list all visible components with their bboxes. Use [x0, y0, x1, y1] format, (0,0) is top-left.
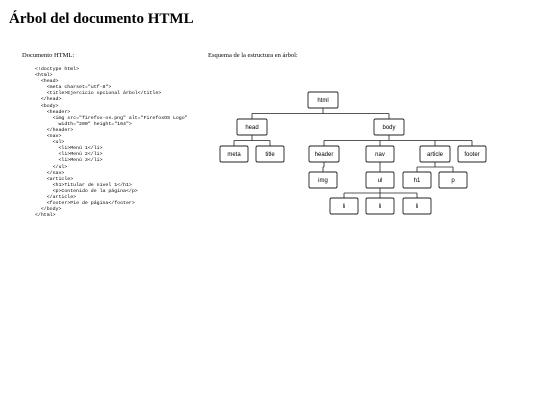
tree-node-li2: li: [365, 197, 395, 215]
code-line: <nav>: [35, 134, 62, 140]
tree-edge-ul: [343, 188, 418, 198]
tree-node-label: img: [318, 178, 328, 184]
code-line: <article>: [35, 176, 74, 182]
page-title: Árbol del documento HTML: [9, 11, 194, 27]
code-line: <li>Menú 1</li>: [35, 146, 103, 152]
tree-node-head: head: [236, 118, 268, 136]
tree-node-label: article: [427, 152, 444, 158]
code-line: <!doctype html>: [35, 67, 80, 72]
tree-node-h1: h1: [402, 171, 432, 189]
code-line: <body>: [35, 103, 59, 109]
tree-node-box: [329, 197, 359, 215]
code-line: </head>: [35, 97, 62, 103]
tree-node-label: head: [245, 125, 258, 131]
tree-node-box: [219, 145, 249, 163]
tree-node-label: h1: [414, 178, 421, 184]
tree-edge-header: [322, 162, 325, 172]
tree-node-box: [419, 145, 451, 163]
tree-node-box: [308, 145, 340, 163]
tree-edge-html: [251, 108, 390, 119]
tree-node-label: footer: [464, 152, 479, 158]
code-line: </ul>: [35, 164, 68, 170]
tree-node-footer: footer: [457, 145, 487, 163]
tree-node-label: body: [382, 125, 395, 131]
tree-section-label: Esquema de la estructura en árbol:: [208, 52, 298, 59]
tree-node-label: li: [379, 204, 382, 210]
tree-node-box: [402, 171, 432, 189]
code-line: <li>Menú 3</li>: [35, 158, 103, 164]
tree-node-box: [365, 171, 395, 189]
tree-node-title: title: [255, 145, 285, 163]
tree-node-box: [255, 145, 285, 163]
tree-node-box: [308, 171, 338, 189]
code-line: <head>: [35, 79, 59, 85]
code-line: <meta charset="utf-8">: [35, 85, 112, 91]
tree-node-meta: meta: [219, 145, 249, 163]
code-line: <ul>: [35, 140, 65, 146]
tree-node-nav: nav: [365, 145, 395, 163]
code-line: </html>: [35, 213, 56, 219]
tree-node-box: [373, 118, 405, 136]
tree-node-label: li: [416, 204, 419, 210]
code-line: <html>: [35, 73, 53, 79]
tree-edge-article: [416, 162, 454, 172]
tree-node-box: [307, 91, 339, 109]
tree-node-p: p: [438, 171, 468, 189]
tree-node-box: [365, 197, 395, 215]
code-line: <img src="firefox-os.png" alt="FirefoxOS…: [35, 115, 188, 121]
tree-edge-body: [323, 135, 473, 146]
html-code-block: <!doctype html><html> <head> <meta chars…: [35, 67, 188, 219]
code-line: <footer>Pie de página</footer>: [35, 201, 135, 207]
tree-node-label: html: [317, 98, 328, 104]
code-line: <p>Contenido de la página</p>: [35, 188, 138, 194]
code-line: width="200" height="164">: [35, 121, 132, 127]
tree-node-img: img: [308, 171, 338, 189]
tree-node-label: ul: [378, 178, 383, 184]
code-line: </article>: [35, 194, 77, 200]
tree-edge-head: [233, 135, 271, 146]
tree-node-box: [438, 171, 468, 189]
tree-node-label: meta: [227, 152, 241, 158]
tree-node-html: html: [307, 91, 339, 109]
tree-node-box: [236, 118, 268, 136]
tree-node-label: p: [451, 178, 455, 184]
tree-node-ul: ul: [365, 171, 395, 189]
code-line: <title>Ejercicio opcional árbol</title>: [35, 91, 162, 97]
code-line: <h1>Titular de nivel 1</h1>: [35, 182, 132, 188]
tree-node-li1: li: [329, 197, 359, 215]
tree-node-article: article: [419, 145, 451, 163]
tree-node-box: [365, 145, 395, 163]
code-line: </header>: [35, 127, 74, 133]
tree-node-body: body: [373, 118, 405, 136]
tree-node-box: [457, 145, 487, 163]
tree-node-label: li: [343, 204, 346, 210]
code-line: </nav>: [35, 170, 65, 176]
tree-node-label: nav: [375, 152, 385, 158]
tree-node-label: title: [265, 152, 275, 158]
code-line: <li>Menú 2</li>: [35, 152, 103, 158]
code-line: <header>: [35, 109, 71, 115]
tree-node-header: header: [308, 145, 340, 163]
tree-node-label: header: [315, 152, 334, 158]
code-section-label: Documento HTML:: [22, 52, 75, 59]
tree-node-box: [402, 197, 432, 215]
tree-node-li3: li: [402, 197, 432, 215]
code-line: </body>: [35, 207, 62, 213]
